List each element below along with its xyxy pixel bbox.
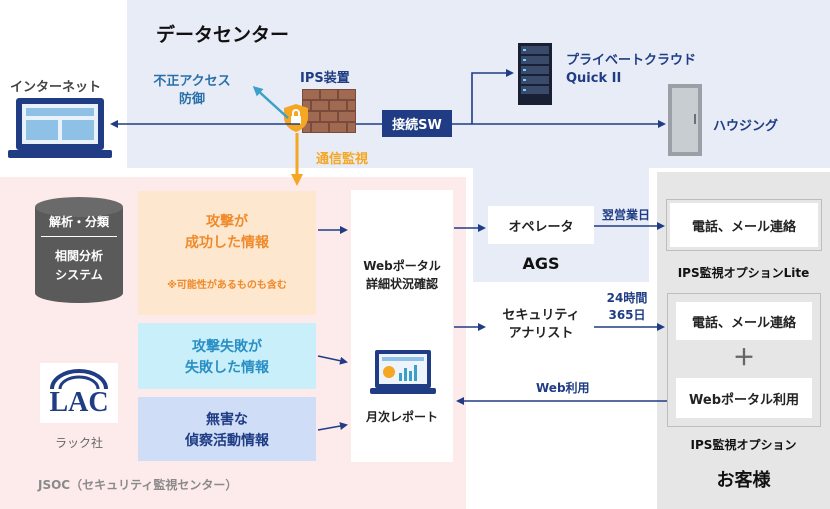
contact-box: 電話、メール連絡 [676, 302, 812, 340]
success-line1: 攻撃が [206, 214, 248, 230]
arrow-harmless-to-portal [317, 422, 348, 431]
arrow-to-cloud [471, 69, 514, 124]
analysis-divider [41, 236, 117, 237]
attack-defense-label: 不正アクセス 防御 [150, 73, 234, 109]
ags-label: AGS [522, 254, 560, 273]
attack-defense-line2: 防御 [178, 92, 205, 107]
housing-rack-icon [668, 84, 702, 156]
option-frame [667, 293, 821, 427]
contact-label: 電話、メール連絡 [691, 315, 796, 331]
success-info-box: 攻撃が 成功した情報 ※可能性があるものも含む [138, 191, 316, 315]
web-portal-label: Webポータル利用 [689, 392, 799, 408]
harmless-line2: 偵察活動情報 [185, 433, 269, 449]
hours-line1: 24時間 [606, 291, 648, 305]
monthly-report-label: 月次レポート [365, 410, 438, 424]
analysis-line3: システム [55, 268, 103, 282]
plus-icon: ＋ [732, 346, 755, 371]
hours-line2: 365日 [608, 308, 646, 322]
next-business-day: 翌営業日 [602, 208, 651, 222]
private-cloud-label: プライベートクラウド Quick II [566, 52, 696, 88]
contact-lite-box: 電話、メール連絡 [666, 199, 822, 251]
shield-lock-icon [284, 104, 308, 132]
portal-line2: 詳細状況確認 [365, 277, 438, 291]
analyst-line1: セキュリティ [502, 308, 580, 323]
datacenter-title: データセンター [156, 24, 290, 46]
web-use-label: Web利用 [536, 381, 590, 395]
fail-line1: 攻撃失敗が [192, 339, 262, 355]
arrow-fail-to-portal [317, 355, 348, 365]
portal-line1: Webポータル [363, 259, 441, 273]
operator-label: オペレータ [508, 219, 574, 235]
database-cylinder-icon [35, 197, 123, 303]
lac-arc-icon [50, 369, 108, 389]
lac-logo-text: LAC [49, 387, 109, 418]
harmless-line1: 無害な [206, 412, 248, 428]
customer-title: お客様 [716, 470, 771, 491]
laptop-icon [8, 98, 112, 158]
fail-line2: 失敗した情報 [185, 360, 269, 376]
jsoc-label: JSOC（セキュリティ監視センター） [38, 478, 238, 492]
portal-panel: Webポータル 詳細状況確認 月次レポート [351, 190, 453, 462]
contact-lite-label: 電話、メール連絡 [691, 219, 796, 235]
operator-box: オペレータ [488, 206, 594, 244]
success-line2: 成功した情報 [185, 235, 269, 251]
harmless-info-box: 無害な 偵察活動情報 [138, 397, 316, 461]
analysis-line1: 解析・分類 [48, 215, 109, 229]
analysis-line2: 相関分析 [54, 249, 103, 263]
private-cloud-line1: プライベートクラウド [566, 53, 697, 68]
arrow-attack-defense [252, 85, 289, 119]
web-portal-box: Webポータル利用 [676, 378, 812, 418]
ips-device-label: IPS装置 [300, 71, 350, 86]
lac-label: ラック社 [54, 436, 103, 450]
ips-option-label: IPS監視オプション [690, 438, 797, 452]
analyst-line2: アナリスト [508, 326, 574, 341]
ips-lite-label: IPS監視オプションLite [677, 266, 810, 280]
server-rack-icon [518, 43, 552, 105]
switch-label: 接続SW [392, 118, 442, 133]
hours-label: 24時間 365日 [600, 290, 654, 324]
analyst-box: セキュリティ アナリスト [488, 300, 594, 350]
internet-label: インターネット [10, 80, 102, 95]
success-note: ※可能性があるものも含む [167, 280, 287, 291]
housing-label: ハウジング [713, 119, 779, 134]
report-laptop-icon [370, 350, 436, 394]
switch-box: 接続SW [382, 110, 452, 137]
firewall-icon [302, 89, 356, 133]
datacenter-region [127, 0, 830, 168]
private-cloud-line2: Quick II [566, 71, 622, 86]
fail-info-box: 攻撃失敗が 失敗した情報 [138, 323, 316, 389]
lac-logo: LAC [40, 363, 118, 423]
attack-defense-line1: 不正アクセス [153, 74, 231, 89]
monitoring-label: 通信監視 [316, 152, 369, 167]
